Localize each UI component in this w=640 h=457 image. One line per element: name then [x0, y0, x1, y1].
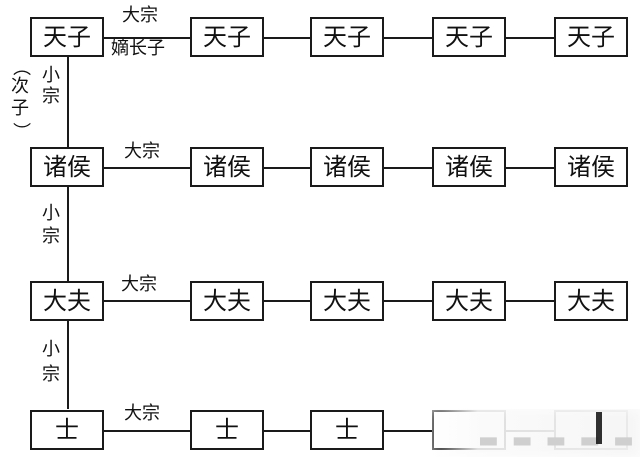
row2-box-3: 诸侯: [310, 147, 384, 187]
row4-box-2: 士: [190, 410, 264, 450]
row1-connector-4: [506, 37, 554, 39]
row1-box-2: 天子: [190, 17, 264, 57]
row1-box-5: 天子: [554, 17, 628, 57]
vertical-note-close-paren: ）: [10, 122, 31, 140]
row1-connector-1: [104, 37, 190, 39]
row2-box-5: 诸侯: [554, 147, 628, 187]
row4-edge-top-label: 大宗: [124, 403, 160, 424]
row1-edge-bottom-label: 嫡长子: [111, 38, 165, 59]
vertical-label-3-top: 小: [42, 339, 60, 360]
row1-box-4: 天子: [432, 17, 506, 57]
row2-connector-2: [264, 167, 310, 169]
row4-connector-3: [384, 430, 432, 432]
row2-box-2: 诸侯: [190, 147, 264, 187]
vertical-label-3-bottom: 宗: [42, 364, 60, 385]
vertical-note-char-1: 次: [11, 76, 29, 97]
row3-box-1: 大夫: [30, 281, 104, 321]
row3-connector-1: [104, 300, 190, 302]
row3-box-5: 大夫: [554, 281, 628, 321]
vertical-label-2-top: 小: [42, 203, 60, 224]
row2-connector-4: [506, 167, 554, 169]
vertical-connector-3: [67, 320, 69, 409]
row1-box-1: 天子: [30, 17, 104, 57]
vertical-note-open-paren: （: [10, 58, 31, 76]
row3-connector-4: [506, 300, 554, 302]
watermark-vertical-mark: [596, 412, 602, 444]
row4-connector-2: [264, 430, 310, 432]
vertical-connector-1: [67, 57, 69, 148]
row4-connector-1: [104, 430, 190, 432]
row3-box-2: 大夫: [190, 281, 264, 321]
row2-connector-1: [104, 167, 190, 169]
vertical-note-char-2: 子: [11, 98, 29, 119]
vertical-label-1-bottom: 宗: [42, 86, 60, 107]
row1-connector-3: [384, 37, 432, 39]
row2-connector-3: [384, 167, 432, 169]
watermark-blur-region: [432, 409, 640, 457]
vertical-connector-2: [67, 186, 69, 282]
row3-edge-top-label: 大宗: [121, 274, 157, 295]
row2-box-1: 诸侯: [30, 147, 104, 187]
vertical-label-1-top: 小: [42, 65, 60, 86]
row1-box-3: 天子: [310, 17, 384, 57]
row4-box-1: 士: [30, 410, 104, 450]
row3-box-3: 大夫: [310, 281, 384, 321]
row2-box-4: 诸侯: [432, 147, 506, 187]
row3-box-4: 大夫: [432, 281, 506, 321]
row1-edge-top-label: 大宗: [122, 5, 158, 26]
watermark-dashes: ▬ ▬ ▬ ▬ ▬: [478, 428, 637, 453]
row3-connector-3: [384, 300, 432, 302]
row3-connector-2: [264, 300, 310, 302]
row2-edge-top-label: 大宗: [124, 141, 160, 162]
row4-box-3: 士: [310, 410, 384, 450]
vertical-label-2-bottom: 宗: [42, 226, 60, 247]
row1-connector-2: [264, 37, 310, 39]
